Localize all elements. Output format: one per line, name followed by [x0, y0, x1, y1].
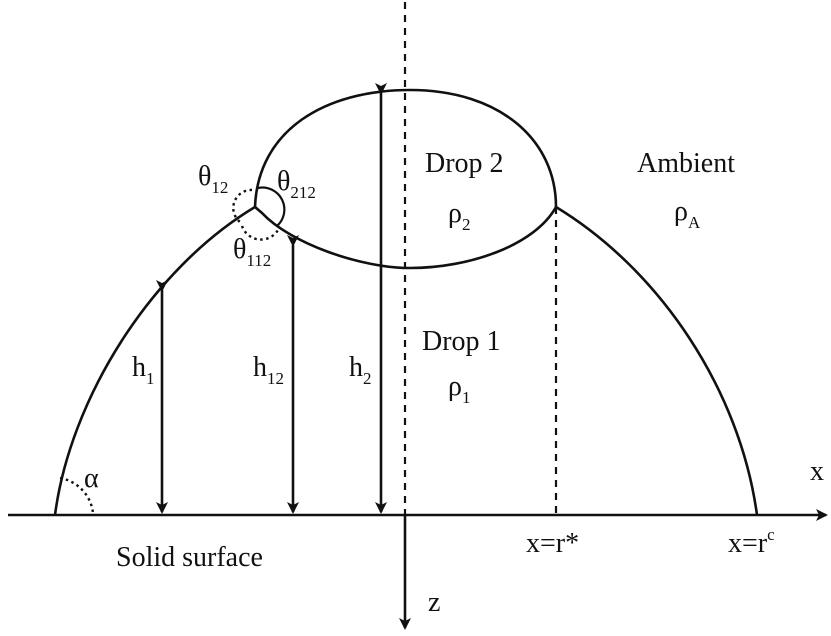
alpha-label: α — [84, 463, 99, 494]
rho2-label: ρ2 — [448, 198, 470, 234]
r-c-label: x=rc — [728, 525, 775, 559]
drop2-label: Drop 2 — [425, 148, 504, 179]
drop2-contour — [253, 88, 558, 208]
ambient-label: Ambient — [637, 148, 735, 179]
drop1-label: Drop 1 — [422, 326, 501, 357]
rho1-label: ρ1 — [448, 371, 470, 407]
alpha-arc — [59, 476, 95, 514]
r-star-label: x=r* — [526, 528, 579, 559]
solid-surface-label: Solid surface — [116, 542, 263, 573]
theta212-arc — [257, 186, 286, 227]
theta12-arc — [232, 188, 253, 223]
theta12-label: θ12 — [198, 161, 228, 197]
h2-label: h2 — [349, 352, 372, 388]
theta112-arc — [240, 225, 280, 241]
theta212-label: θ212 — [277, 166, 316, 202]
h1-label: h1 — [132, 352, 155, 388]
h12-label: h12 — [253, 352, 284, 388]
rhoA-label: ρA — [674, 196, 701, 232]
z-axis-label: z — [428, 587, 440, 618]
x-axis-label: x — [810, 456, 824, 487]
drop1-contour — [53, 205, 759, 516]
theta112-label: θ112 — [233, 234, 271, 270]
